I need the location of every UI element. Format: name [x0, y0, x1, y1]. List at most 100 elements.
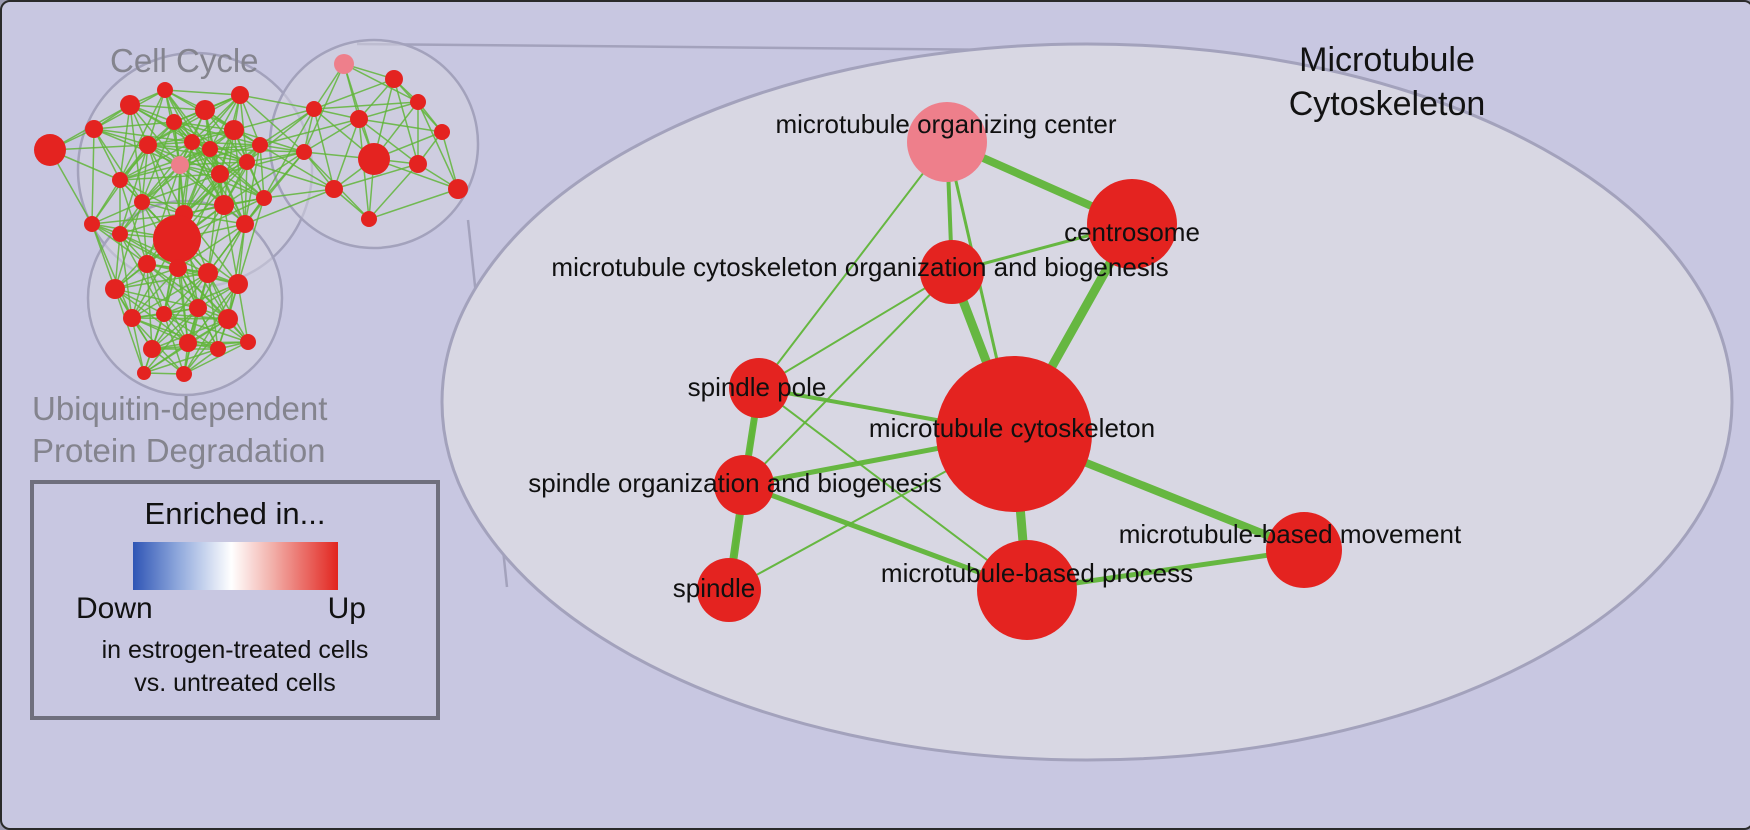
- legend-endpoints: Down Up: [34, 590, 436, 626]
- overview-edge: [191, 94, 241, 143]
- ubiquitin-label-line1: Ubiquitin-dependent: [32, 390, 328, 427]
- overview-edge: [119, 89, 166, 181]
- overview-node: [350, 110, 368, 128]
- overview-edge: [49, 144, 149, 151]
- overview-edge: [259, 144, 265, 199]
- overview-node: [195, 100, 215, 120]
- overview-edge: [91, 213, 185, 225]
- overview-edge: [209, 94, 241, 150]
- detail-edge: [758, 271, 953, 389]
- detail-node: [920, 240, 984, 304]
- legend-caption-line2: vs. untreated cells: [134, 669, 336, 697]
- overview-edge: [147, 89, 166, 146]
- overview-edge: [131, 272, 209, 319]
- overview-edge: [143, 348, 219, 374]
- overview-node: [169, 259, 187, 277]
- overview-node: [138, 255, 156, 273]
- overview-edge: [151, 307, 199, 350]
- overview-edge: [147, 94, 241, 146]
- overview-edge: [131, 317, 219, 350]
- overview-edge: [207, 223, 246, 274]
- zoom-cone-line-top: [356, 42, 1013, 52]
- legend-caption-line1: in estrogen-treated cells: [101, 636, 369, 664]
- overview-edge: [114, 288, 145, 374]
- overview-edge: [244, 188, 335, 225]
- overview-edge: [303, 118, 360, 153]
- overview-edge: [119, 233, 165, 315]
- overview-edge: [313, 78, 395, 110]
- overview-edge: [333, 118, 360, 190]
- overview-edge: [368, 188, 459, 220]
- overview-edge: [233, 108, 315, 131]
- overview-edge: [131, 317, 145, 374]
- overview-node: [105, 279, 125, 299]
- overview-edge: [131, 263, 148, 319]
- overview-cluster-circles: [76, 38, 480, 397]
- overview-edge: [244, 151, 305, 225]
- overview-edge: [141, 141, 193, 203]
- overview-node: [409, 155, 427, 173]
- detail-nodes: [697, 102, 1342, 640]
- overview-edge: [141, 173, 221, 203]
- overview-edge: [146, 263, 153, 350]
- detail-node-label: microtubule-based movement: [1119, 519, 1462, 549]
- overview-edge: [313, 108, 335, 190]
- overview-edge: [223, 151, 305, 206]
- overview-edge: [239, 94, 315, 110]
- overview-edge: [163, 313, 185, 375]
- overview-edge: [227, 223, 246, 320]
- overview-edge: [177, 223, 246, 269]
- overview-node: [296, 144, 312, 160]
- overview-node: [143, 340, 161, 358]
- legend-box: Enriched in... Down Up in estrogen-treat…: [30, 480, 440, 720]
- overview-edge: [143, 307, 199, 374]
- overview-node: [306, 101, 322, 117]
- overview-node: [361, 211, 377, 227]
- overview-edge: [209, 144, 261, 150]
- overview-node: [334, 54, 354, 74]
- overview-node: [358, 143, 390, 175]
- overview-nodes: [34, 54, 468, 382]
- overview-node: [198, 263, 218, 283]
- detail-title-line1: Microtubule: [1299, 41, 1475, 79]
- overview-node: [123, 309, 141, 327]
- overview-node: [134, 194, 150, 210]
- detail-node: [714, 455, 774, 515]
- detail-edge: [743, 271, 953, 486]
- detail-node-label: spindle organization and biogenesis: [528, 468, 941, 498]
- overview-edge: [114, 201, 143, 290]
- overview-edge: [197, 223, 246, 309]
- overview-node: [410, 94, 426, 110]
- overview-node: [236, 215, 254, 233]
- overview-node: [214, 195, 234, 215]
- overview-edge: [119, 144, 149, 235]
- overview-node: [218, 309, 238, 329]
- detail-node-label: microtubule cytoskeleton organization an…: [551, 252, 1168, 282]
- detail-node: [697, 558, 761, 622]
- detail-node-label: spindle pole: [688, 372, 827, 402]
- overview-edge: [114, 267, 179, 290]
- overview-edge: [131, 317, 229, 320]
- detail-title: Microtubule Cytoskeleton: [1237, 38, 1537, 126]
- overview-edge: [207, 272, 219, 350]
- overview-edge: [333, 163, 419, 190]
- overview-node: [385, 70, 403, 88]
- detail-node-labels: microtubule organizing centercentrosomem…: [528, 109, 1462, 603]
- overview-node: [434, 124, 450, 140]
- overview-edge: [343, 63, 419, 103]
- overview-edge: [417, 101, 459, 190]
- overview-edge: [91, 223, 133, 319]
- overview-edge: [163, 272, 209, 315]
- overview-edge: [313, 101, 419, 110]
- overview-edge: [207, 173, 221, 274]
- overview-node: [179, 334, 197, 352]
- overview-node: [325, 180, 343, 198]
- detail-node-label: microtubule-based process: [881, 558, 1193, 588]
- overview-node: [184, 134, 200, 150]
- overview-edge: [239, 94, 305, 153]
- enrichment-gradient-bar: [132, 542, 338, 590]
- overview-edge: [244, 161, 248, 225]
- overview-edge: [91, 128, 95, 225]
- overview-node: [137, 366, 151, 380]
